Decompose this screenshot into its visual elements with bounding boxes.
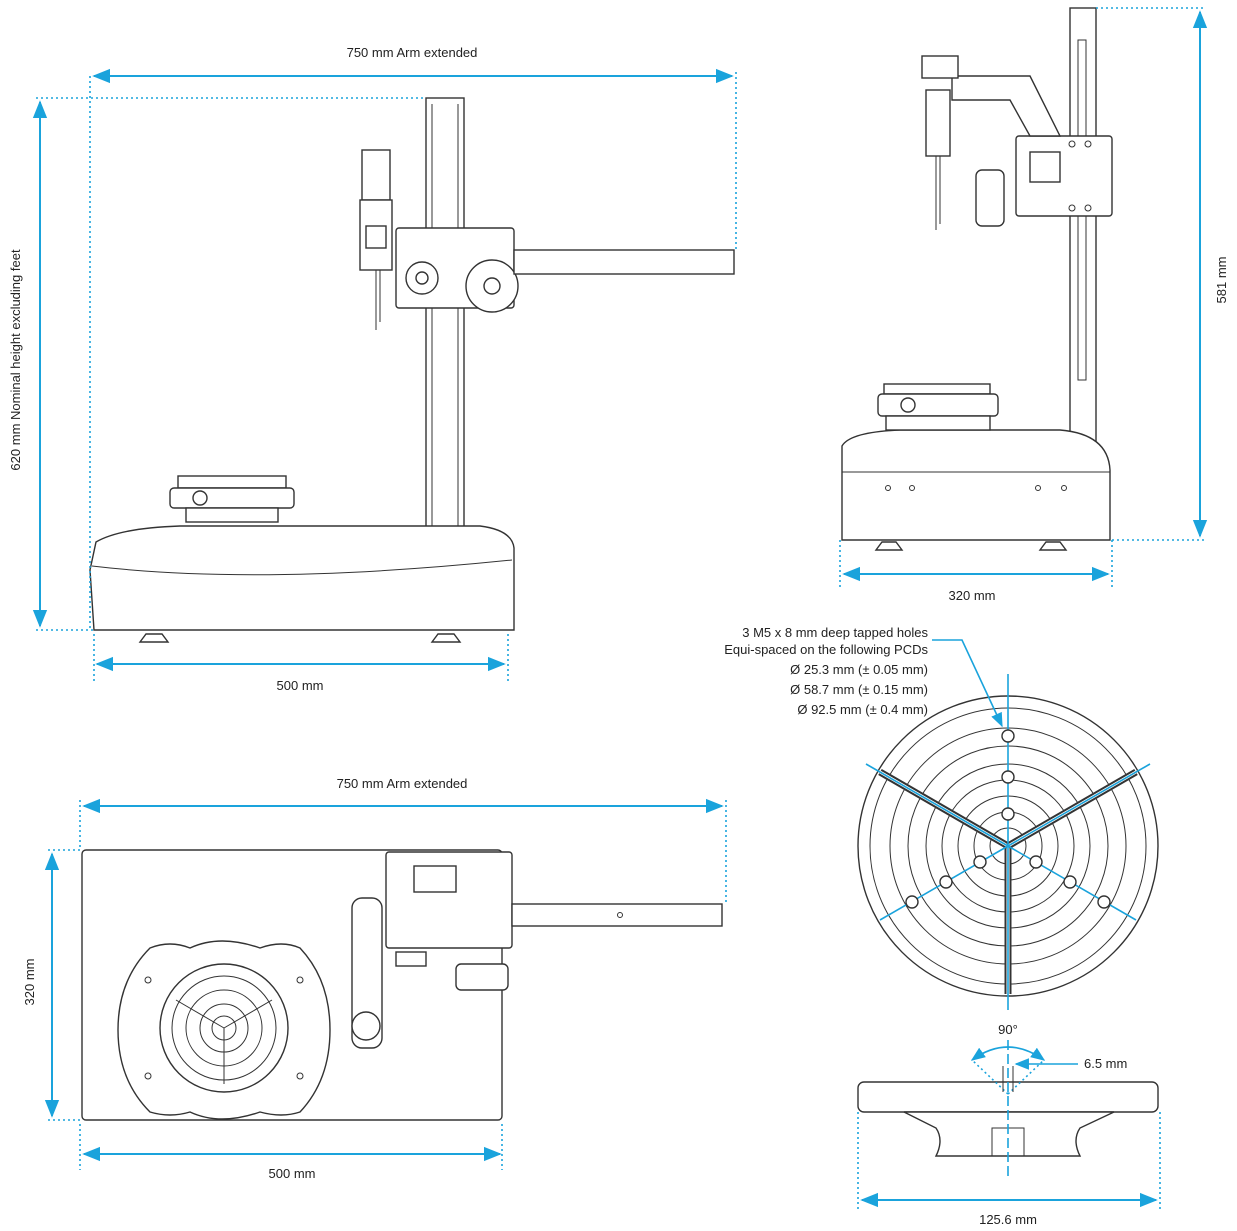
probe-head: [361, 149, 391, 201]
note-line-4: Ø 58.7 mm (± 0.15 mm): [790, 682, 928, 697]
base: [841, 429, 1111, 541]
angle-arc: [970, 1046, 1046, 1061]
front-height-label: 581 mm: [1214, 257, 1229, 304]
side-view: 750 mm Arm extended 620 mm Nominal heigh…: [8, 45, 737, 693]
arm: [951, 75, 1062, 137]
base: [89, 525, 515, 631]
adjust-knob: [455, 963, 509, 991]
table-detail: 3 M5 x 8 mm deep tapped holes Equi-space…: [724, 625, 1161, 1227]
top-view: 750 mm Arm extended 320 mm 500 mm: [22, 776, 727, 1181]
tapped-hole: [1001, 729, 1015, 743]
probe-head: [351, 897, 383, 1049]
diameter-label: 125.6 mm: [979, 1212, 1037, 1227]
foot: [430, 633, 462, 643]
note-line-1: 3 M5 x 8 mm deep tapped holes: [742, 625, 928, 640]
note-line-5: Ø 92.5 mm (± 0.4 mm): [797, 702, 928, 717]
foot: [874, 541, 904, 551]
foot: [138, 633, 170, 643]
tapped-hole: [1063, 875, 1077, 889]
tapped-hole: [905, 895, 919, 909]
slot-width-label: 6.5 mm: [1084, 1056, 1127, 1071]
front-view: 581 mm 320 mm: [839, 7, 1229, 603]
rotary-table: [883, 383, 991, 395]
table-pedestal: [903, 1111, 1115, 1157]
side-height-label: 620 mm Nominal height excluding feet: [8, 249, 23, 471]
top-arm-width-label: 750 mm Arm extended: [337, 776, 468, 791]
side-arm-width-label: 750 mm Arm extended: [347, 45, 478, 60]
tapped-hole: [1097, 895, 1111, 909]
note-line-3: Ø 25.3 mm (± 0.05 mm): [790, 662, 928, 677]
foot: [1038, 541, 1068, 551]
note-leader: [932, 639, 1003, 728]
probe-head: [925, 89, 951, 157]
column: [1069, 7, 1097, 445]
tapped-hole: [1001, 807, 1015, 821]
tapped-hole: [939, 875, 953, 889]
tapped-hole: [1029, 855, 1043, 869]
note-line-2: Equi-spaced on the following PCDs: [724, 642, 928, 657]
top-width-label: 500 mm: [269, 1166, 316, 1181]
rotary-table: [177, 475, 287, 489]
arm: [513, 249, 735, 275]
front-width-label: 320 mm: [949, 588, 996, 603]
tapped-hole: [1001, 770, 1015, 784]
side-base-width-label: 500 mm: [277, 678, 324, 693]
angle-label: 90°: [998, 1022, 1018, 1037]
tapped-hole: [973, 855, 987, 869]
adjust-knob: [975, 169, 1005, 227]
top-depth-label: 320 mm: [22, 959, 37, 1006]
